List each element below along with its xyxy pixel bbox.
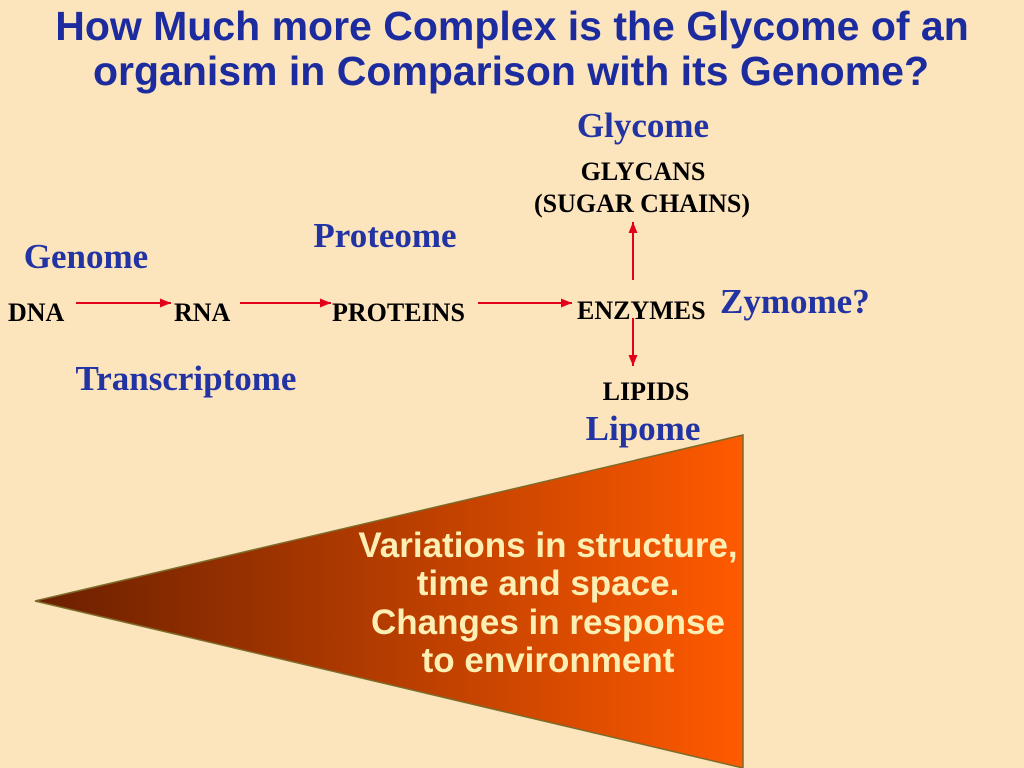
- zymome-label: Zymome?: [720, 282, 870, 321]
- lipome-label: Lipome: [586, 409, 701, 448]
- proteome-label: Proteome: [313, 216, 456, 255]
- enzymes-node: ENZYMES: [577, 296, 706, 325]
- triangle-text-line-4: to environment: [422, 641, 675, 680]
- variation-triangle: [34, 434, 744, 768]
- triangle-text-line-1: Variations in structure,: [358, 526, 737, 565]
- rna-node: RNA: [174, 298, 231, 327]
- transcriptome-label: Transcriptome: [76, 359, 297, 398]
- sugar-chains-note: (SUGAR CHAINS): [534, 189, 750, 218]
- triangle-text-line-2: time and space.: [417, 564, 680, 603]
- slide-title-line-1: How Much more Complex is the Glycome of …: [55, 3, 969, 49]
- genome-label: Genome: [24, 237, 148, 276]
- glycans-node: GLYCANS: [581, 157, 706, 186]
- triangle-text-line-3: Changes in response: [371, 603, 725, 642]
- lipids-node: LIPIDS: [603, 377, 690, 406]
- slide-title-line-2: organism in Comparison with its Genome?: [93, 48, 929, 94]
- glycome-label: Glycome: [577, 106, 709, 145]
- dna-node: DNA: [8, 298, 65, 327]
- proteins-node: PROTEINS: [332, 298, 465, 327]
